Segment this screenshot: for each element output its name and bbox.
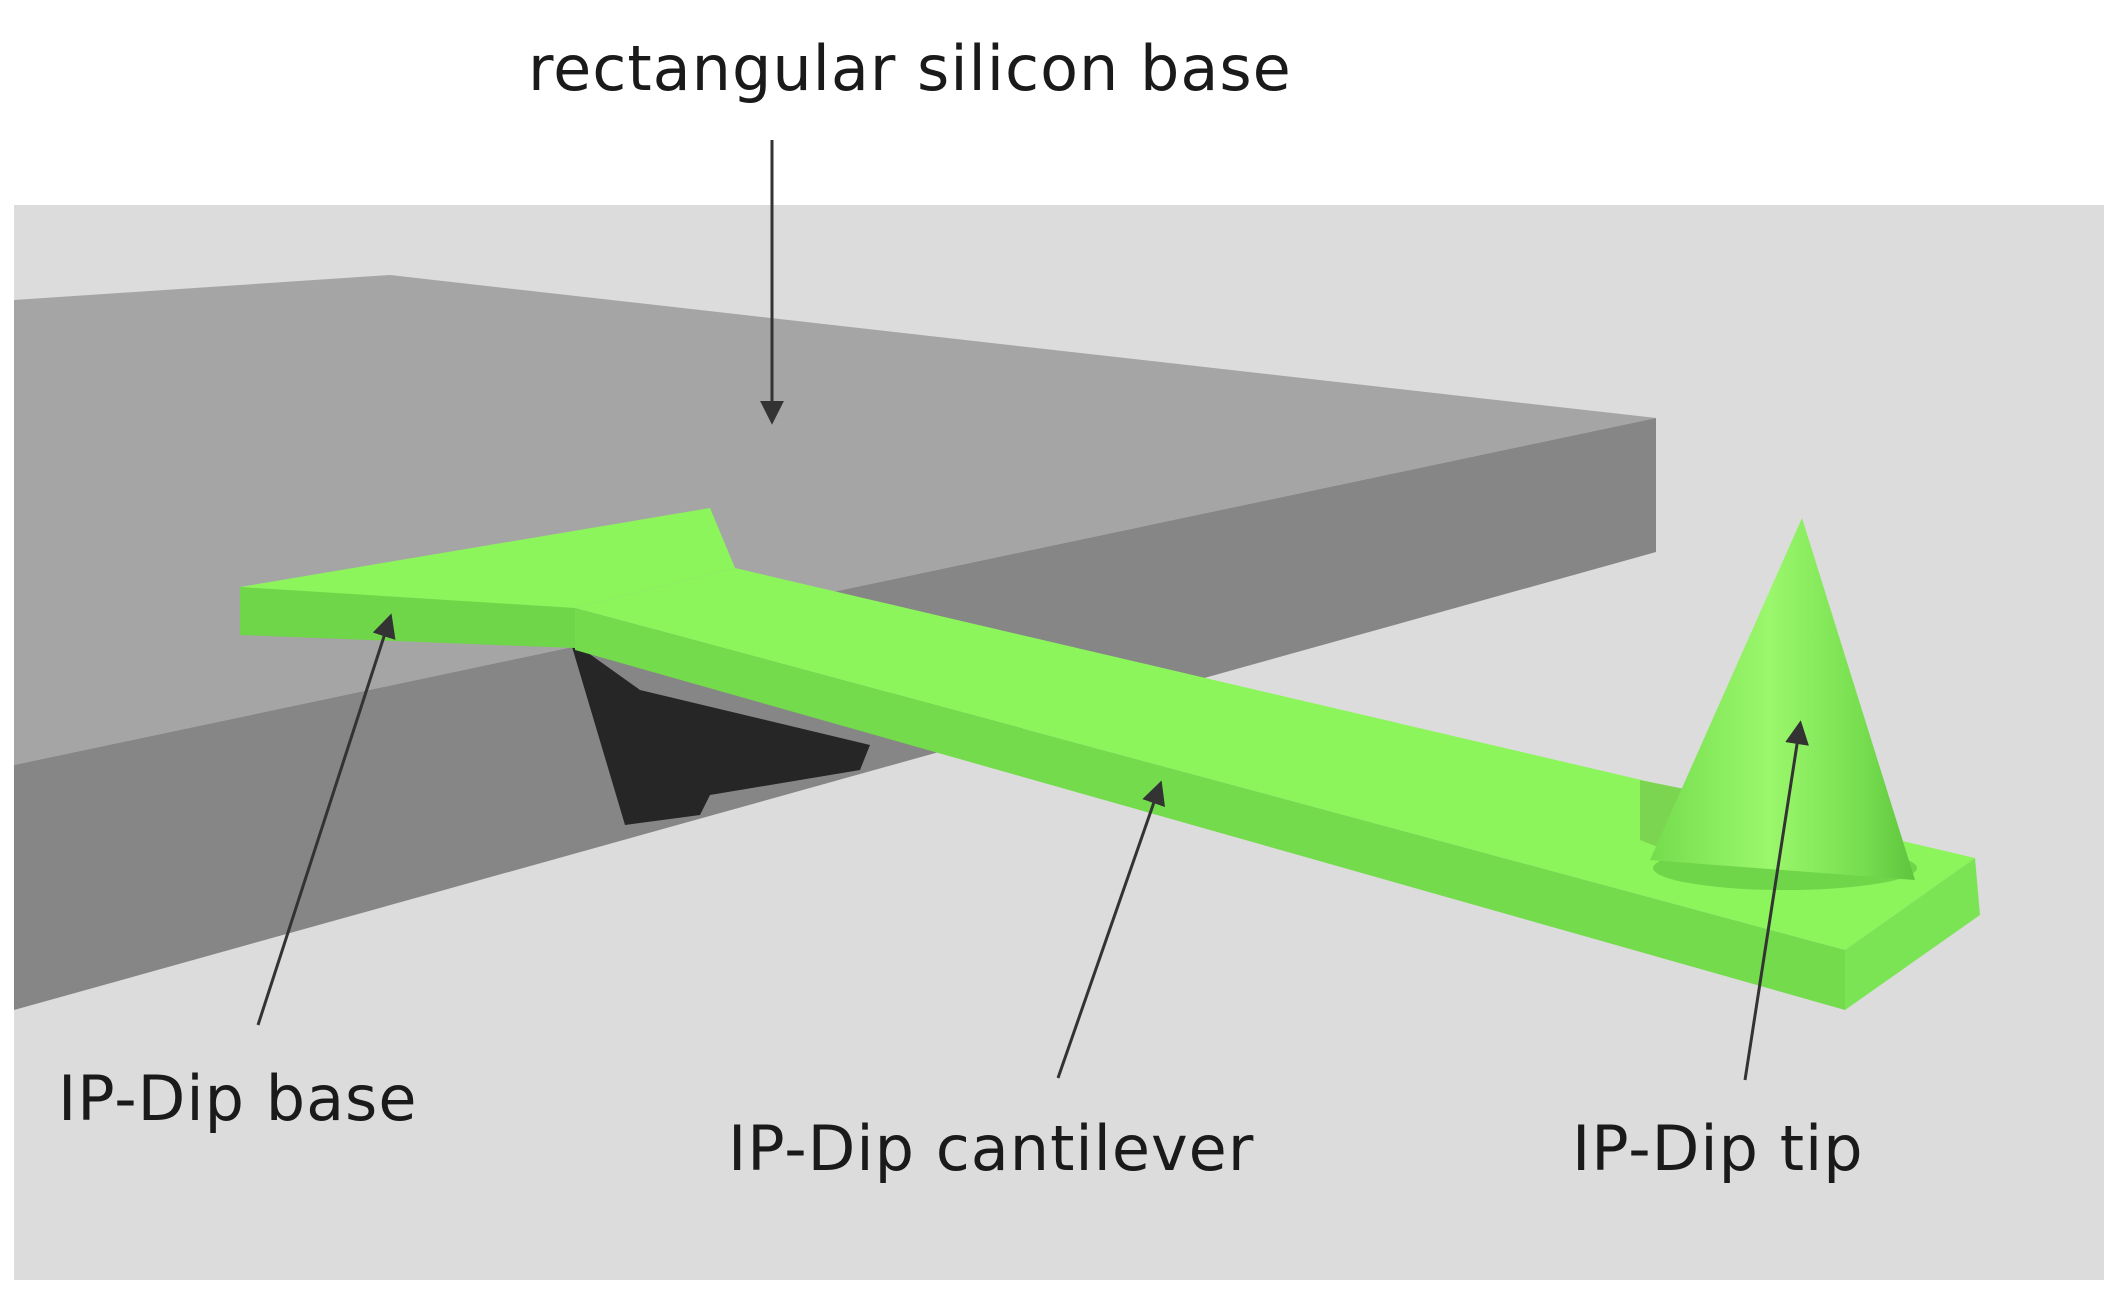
cantilever-top-face: [575, 568, 1975, 950]
label-rectangular-silicon-base: rectangular silicon base: [528, 32, 1292, 105]
label-ipdip-cantilever: IP-Dip cantilever: [728, 1112, 1255, 1185]
cantilever-side-face: [575, 608, 1845, 1010]
cantilever-end-face: [1845, 858, 1980, 1010]
label-ipdip-base: IP-Dip base: [58, 1062, 418, 1135]
tip-cone: [1650, 518, 1915, 880]
silicon-base-top-face: [14, 275, 1656, 765]
label-ipdip-tip: IP-Dip tip: [1572, 1112, 1864, 1185]
silicon-base-shadow: [570, 640, 870, 825]
arrow-ipdip-base: [256, 613, 396, 1026]
arrow-ipdip-tip: [1743, 720, 1809, 1081]
ipdip-base-top-face: [240, 508, 735, 615]
arrow-ipdip-cantilever: [1056, 780, 1166, 1079]
ipdip-base-side-face: [240, 587, 575, 648]
